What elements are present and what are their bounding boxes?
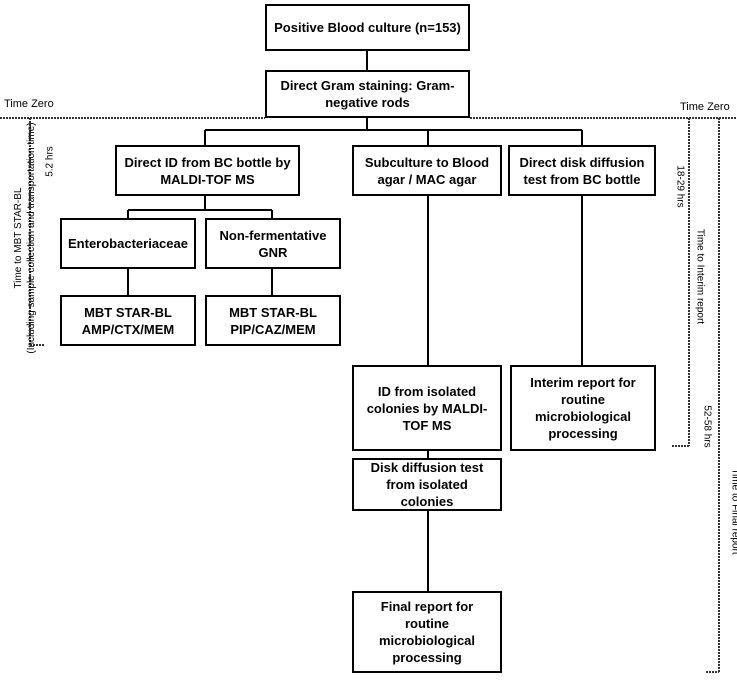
gram-staining-box: Direct Gram staining: Gram-negative rods — [265, 70, 470, 118]
mbt-time-value: 5.2 hrs — [44, 146, 56, 177]
time-brackets — [0, 117, 737, 673]
interim-time-value: 18-29 hrs — [674, 165, 686, 208]
mbt-time-title: Time to MBT STAR-BL — [13, 187, 24, 289]
direct-disk-box: Direct disk diffusion test from BC bottl… — [508, 145, 656, 196]
non-fermentative-box: Non-fermentative GNR — [205, 218, 341, 269]
id-isolated-box: ID from isolated colonies by MALDI-TOF M… — [352, 365, 502, 451]
final-time-label: Time to Final report — [729, 468, 737, 555]
interim-time-label: Time to Interim report — [694, 228, 706, 325]
mbt-nonferm-box: MBT STAR-BL PIP/CAZ/MEM — [205, 295, 341, 346]
time-zero-right: Time Zero — [680, 101, 730, 113]
enterobacteriaceae-box: Enterobacteriaceae — [60, 218, 196, 269]
positive-blood-culture-box: Positive Blood culture (n=153) — [265, 4, 470, 51]
direct-id-box: Direct ID from BC bottle by MALDI-TOF MS — [115, 145, 300, 196]
interim-report-box: Interim report for routine microbiologic… — [510, 365, 656, 451]
final-time-value: 52-58 hrs — [701, 405, 713, 448]
disk-isolated-box: Disk diffusion test from isolated coloni… — [352, 458, 502, 511]
final-report-box: Final report for routine microbiological… — [352, 591, 502, 673]
time-zero-left: Time Zero — [4, 98, 54, 110]
subculture-box: Subculture to Blood agar / MAC agar — [352, 145, 502, 196]
mbt-time-note: (Including sample collection and transpo… — [26, 122, 37, 354]
mbt-time-label: Time to MBT STAR-BL (Including sample co… — [12, 118, 38, 358]
mbt-entero-box: MBT STAR-BL AMP/CTX/MEM — [60, 295, 196, 346]
